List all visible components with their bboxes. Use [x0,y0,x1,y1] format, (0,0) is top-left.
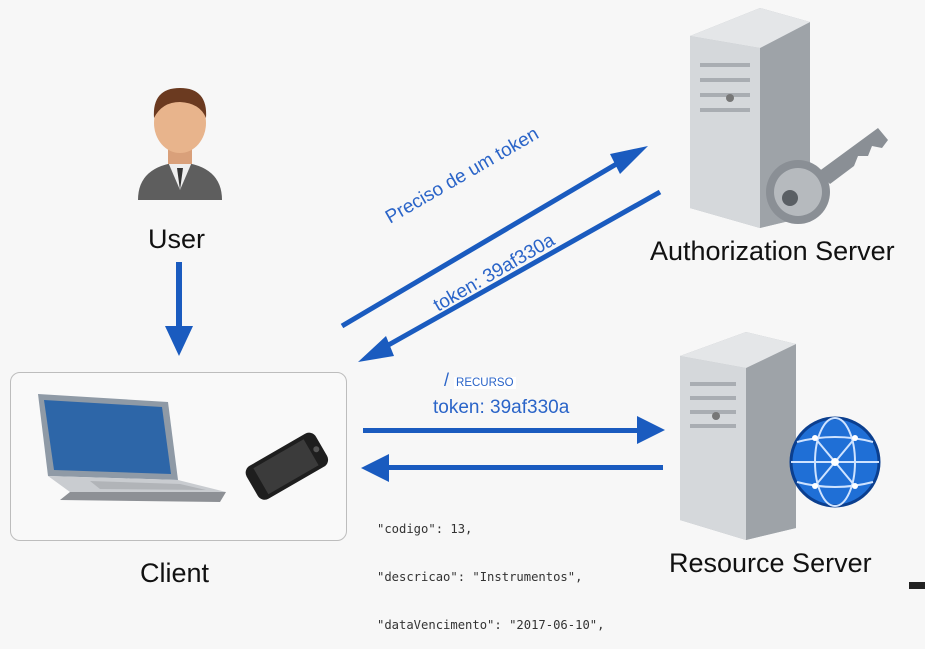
json-line: "descricao": "Instrumentos", [377,570,583,584]
user-label: User [148,224,206,254]
client-label: Client [140,558,210,588]
token-response-arrow [358,189,662,362]
globe-network-icon [789,416,881,508]
resource-request-arrow [363,416,665,444]
token-request-arrow [340,146,648,329]
corner-mark [909,582,925,589]
smartphone-icon [245,432,329,500]
server-icon [680,332,796,540]
auth-arrows [340,146,662,362]
json-line: "codigo": 13, [377,522,473,536]
resource-arrows [361,416,665,482]
json-line: "dataVencimento": "2017-06-10", [377,618,605,632]
json-response: "codigo": 13, "descricao": "Instrumentos… [377,489,604,649]
laptop-icon [38,394,226,502]
key-icon [766,128,888,224]
resource-server-label: Resource Server [669,548,872,578]
auth-server-label: Authorization Server [650,236,895,266]
resource-token-text: token: 39af330a [433,397,570,418]
user-to-client-arrow [165,262,193,356]
resource-path-prefix: / [444,370,450,390]
resource-path-name: RECURSO [454,377,516,389]
user-avatar-icon [138,88,222,200]
resource-response-arrow [361,454,663,482]
